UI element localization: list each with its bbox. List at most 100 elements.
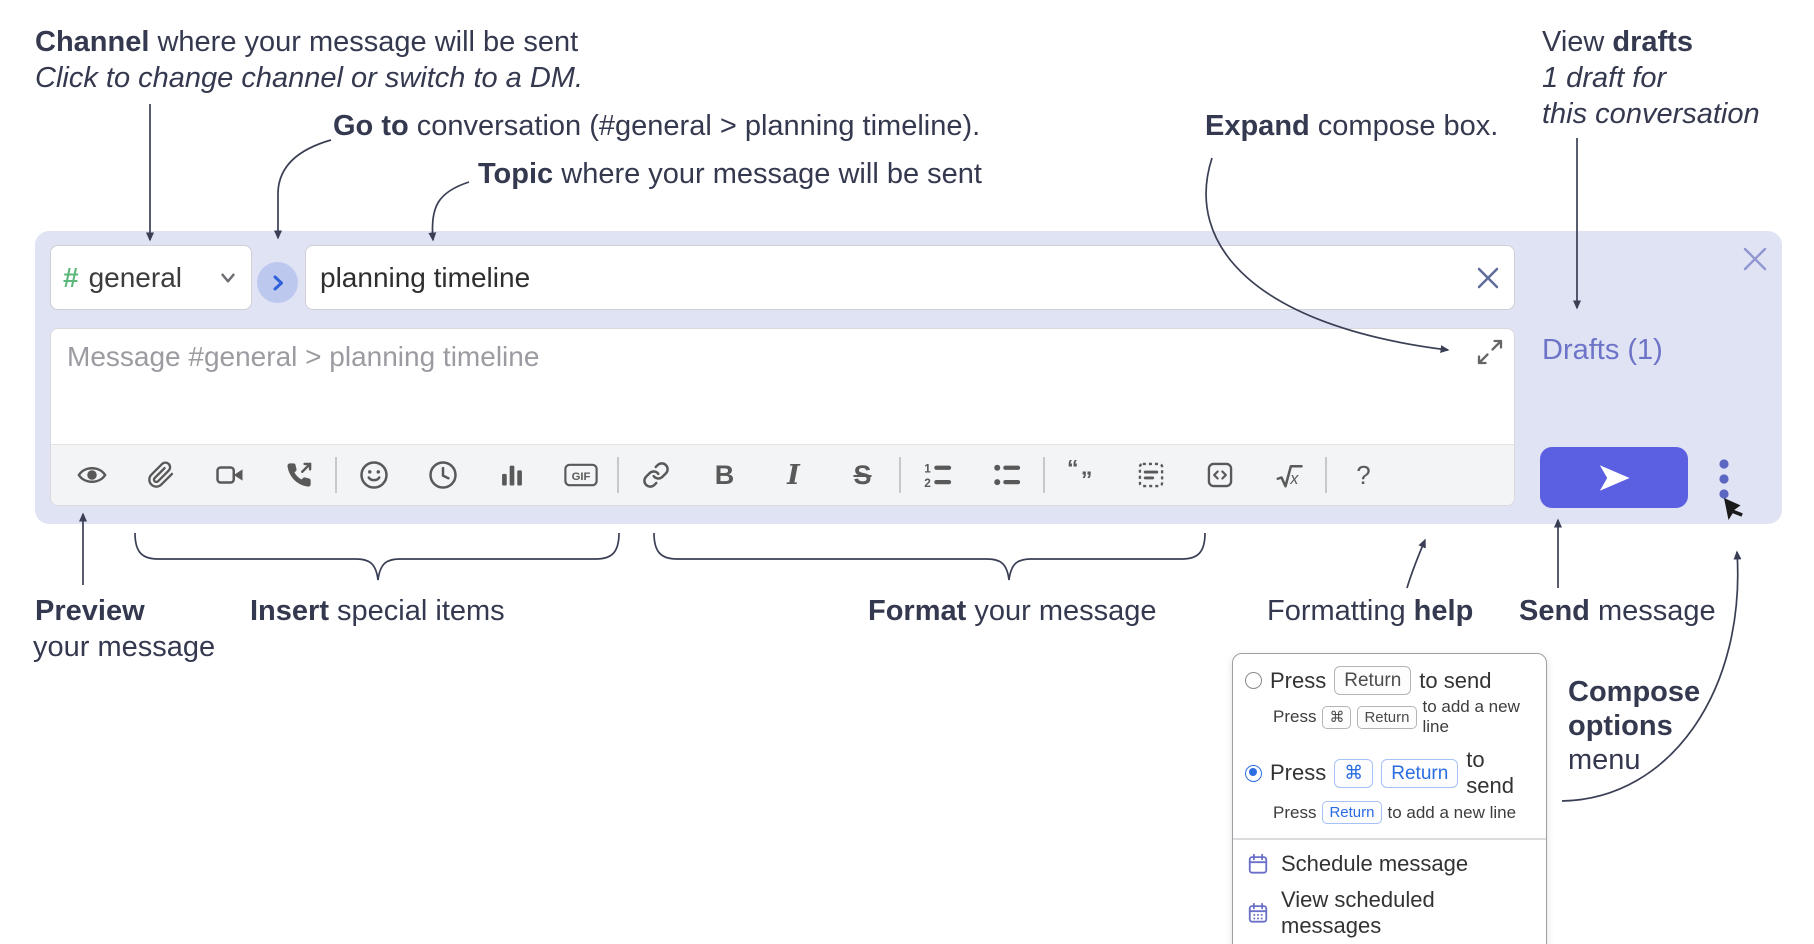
annotation-drafts-bold: drafts	[1612, 26, 1693, 58]
svg-text:1: 1	[924, 462, 931, 476]
strikethrough-button[interactable]: S	[828, 445, 897, 506]
math-button[interactable]: x	[1254, 445, 1323, 506]
quote-button[interactable]: “ ”	[1047, 445, 1116, 506]
option2-press: Press	[1270, 760, 1327, 785]
attach-file-button[interactable]	[126, 445, 195, 506]
key-return: Return	[1334, 666, 1412, 695]
video-camera-icon	[215, 466, 242, 484]
toolbar-separator	[617, 457, 619, 493]
formatting-help-button[interactable]: ?	[1329, 445, 1398, 506]
annotation-drafts-line3: this conversation	[1542, 98, 1760, 130]
paperclip-icon	[147, 461, 173, 488]
code-icon	[1207, 462, 1232, 488]
annotation-channel-sub: Click to change channel or switch to a D…	[35, 62, 584, 94]
option-cmd-enter-to-send[interactable]: Press ⌘ Return to send	[1233, 745, 1546, 801]
spoiler-button[interactable]	[1116, 445, 1185, 506]
annotation-preview-bold: Preview	[35, 595, 145, 627]
link-button[interactable]	[621, 445, 690, 506]
strikethrough-icon: S	[853, 459, 872, 490]
svg-text:”: ”	[1080, 467, 1092, 490]
annotation-send: Send message	[1519, 593, 1716, 629]
compose-options-ellipsis-button[interactable]	[1716, 456, 1732, 504]
toolbar-separator	[1325, 457, 1327, 493]
annotation-send-bold: Send	[1519, 595, 1590, 627]
schedule-message-label: Schedule message	[1281, 850, 1469, 876]
annotation-help-pre: Formatting	[1267, 595, 1414, 627]
annotation-drafts-pre: View	[1542, 26, 1613, 58]
annotation-preview-line2: your message	[33, 631, 216, 663]
annotation-goto-rest: conversation (#general > planning timeli…	[408, 110, 981, 142]
annotation-goto-bold: Go to	[333, 110, 409, 142]
annotation-drafts-line2: 1 draft for	[1542, 62, 1667, 94]
option2-sub-suffix: to add a new line	[1387, 802, 1517, 822]
option1-sub-press: Press	[1273, 707, 1317, 726]
calendar-icon	[1248, 853, 1268, 874]
add-gif-button[interactable]: GIF	[546, 445, 615, 506]
svg-text:GIF: GIF	[571, 471, 590, 483]
send-icon	[1599, 464, 1630, 491]
numbered-list-button[interactable]: 1 2	[903, 445, 972, 506]
option2-subtext: Press Return to add a new line	[1233, 801, 1546, 832]
code-button[interactable]	[1185, 445, 1254, 506]
spoiler-icon	[1138, 462, 1163, 488]
bulleted-list-button[interactable]	[972, 445, 1041, 506]
start-video-call-button[interactable]	[195, 445, 264, 506]
link-icon	[642, 462, 669, 488]
annotation-goto: Go to conversation (#general > planning …	[333, 108, 980, 144]
compose-toolbar: GIF B I	[51, 444, 1514, 505]
drafts-link[interactable]: Drafts (1)	[1542, 334, 1663, 366]
schedule-message-item[interactable]: Schedule message	[1233, 846, 1546, 882]
go-to-conversation-button[interactable]	[257, 262, 298, 303]
italic-button[interactable]: I	[759, 445, 828, 506]
emoji-button[interactable]	[339, 445, 408, 506]
svg-text:x: x	[1289, 470, 1299, 488]
close-compose-icon[interactable]	[1743, 247, 1767, 271]
preview-button[interactable]	[57, 445, 126, 506]
quote-icon: “ ”	[1067, 460, 1092, 490]
popup-divider	[1233, 838, 1546, 840]
key-return: Return	[1357, 705, 1417, 729]
option-enter-to-send[interactable]: Press Return to send	[1233, 664, 1546, 697]
calendar-grid-icon	[1248, 902, 1268, 923]
send-button[interactable]	[1540, 447, 1688, 508]
compose-options-popup: Press Return to send Press ⌘ Return to a…	[1232, 653, 1547, 944]
message-textarea[interactable]: Message #general > planning timeline	[50, 328, 1515, 506]
channel-selector[interactable]: # general	[50, 245, 252, 310]
topic-value: planning timeline	[320, 261, 531, 293]
topic-input[interactable]: planning timeline	[305, 245, 1515, 310]
key-return: Return	[1322, 801, 1382, 824]
svg-text:“: “	[1067, 460, 1079, 481]
brace-insert	[134, 532, 620, 581]
arrow-goto	[274, 139, 332, 240]
clock-icon	[428, 461, 457, 489]
add-global-time-button[interactable]	[408, 445, 477, 506]
channel-hash-icon: #	[63, 261, 79, 293]
annotation-compose-options-1: Compose	[1568, 676, 1701, 708]
italic-icon: I	[787, 459, 800, 491]
chevron-down-icon	[221, 272, 235, 283]
annotation-channel-rest: where your message will be sent	[149, 26, 579, 58]
radio-selected[interactable]	[1245, 764, 1262, 782]
view-scheduled-messages-item[interactable]: View scheduled messages	[1233, 882, 1546, 944]
option2-sub-press: Press	[1273, 802, 1317, 822]
toolbar-separator	[335, 457, 337, 493]
compose-box: # general planning timeline Message #gen…	[35, 231, 1782, 524]
clear-topic-icon[interactable]	[1476, 266, 1500, 290]
add-poll-button[interactable]	[477, 445, 546, 506]
key-cmd: ⌘	[1322, 705, 1352, 729]
bar-chart-icon	[501, 465, 522, 486]
bulleted-list-icon	[993, 464, 1020, 486]
annotation-help-bold: help	[1413, 595, 1474, 627]
bold-button[interactable]: B	[690, 445, 759, 506]
annotation-channel-bold: Channel	[35, 26, 150, 58]
question-mark-icon: ?	[1356, 459, 1371, 490]
option1-subtext: Press ⌘ Return to add a new line	[1233, 697, 1546, 745]
eye-icon	[76, 467, 107, 483]
start-audio-call-button[interactable]	[264, 445, 333, 506]
annotation-expand-rest: compose box.	[1309, 110, 1499, 142]
radio-unselected[interactable]	[1245, 672, 1262, 689]
math-sqrt-icon: x	[1276, 465, 1303, 488]
expand-compose-icon[interactable]	[1476, 338, 1504, 366]
annotation-format-rest: your message	[966, 595, 1157, 627]
option1-sub-suffix: to add a new line	[1422, 697, 1520, 736]
